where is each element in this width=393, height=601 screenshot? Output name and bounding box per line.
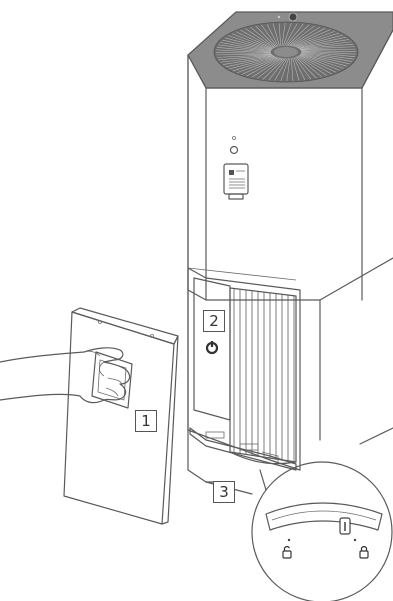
cylindrical-filter <box>230 288 296 464</box>
lock-open-icon <box>283 547 291 559</box>
lock-detail-magnifier <box>252 428 393 601</box>
top-grille <box>188 12 393 88</box>
step-1-callout: 1 <box>135 410 157 432</box>
hand-removing-cover <box>0 348 130 403</box>
lock-closed-icon <box>360 547 368 559</box>
front-cover-panel <box>64 308 178 524</box>
purifier-body <box>188 30 393 482</box>
info-label-sticker <box>224 137 248 200</box>
power-icon <box>207 341 217 353</box>
step-3-callout: 3 <box>213 481 235 503</box>
step-2-callout: 2 <box>203 310 225 332</box>
filter-pleats <box>234 289 294 463</box>
sensor-dot <box>289 13 297 21</box>
